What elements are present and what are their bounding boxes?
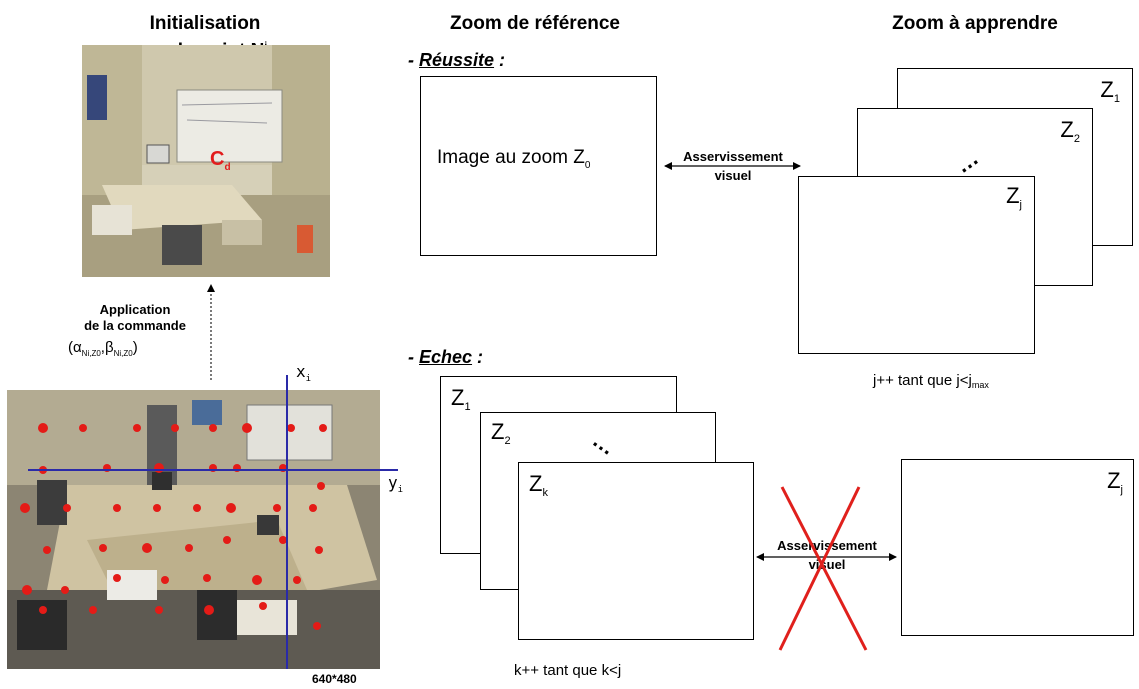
feature-point	[113, 504, 121, 512]
feature-point	[63, 504, 71, 512]
reference-image-text: Image au zoom Z0	[437, 147, 591, 171]
feature-point	[61, 586, 69, 594]
cross-stroke-2	[778, 486, 861, 651]
failure-frame-1-label: Z1	[451, 385, 471, 413]
learn-frame-j: Zj	[798, 176, 1035, 354]
feature-point	[317, 482, 325, 490]
camera-image	[7, 390, 380, 669]
learn-frame-j-label: Zj	[1006, 183, 1022, 211]
reference-image-frame: Image au zoom Z0	[420, 76, 657, 256]
feature-point	[313, 622, 321, 630]
success-loop-caption: j++ tant que j<jmax	[873, 372, 989, 390]
feature-point	[315, 546, 323, 554]
feature-point	[293, 576, 301, 584]
feature-point	[209, 424, 217, 432]
feature-point	[38, 423, 48, 433]
failure-frame-k: Zk	[518, 462, 754, 640]
feature-point	[133, 424, 141, 432]
feature-point	[39, 606, 47, 614]
cross-stroke-1	[780, 486, 868, 651]
failure-loop-caption: k++ tant que k<j	[514, 662, 622, 679]
failure-servo-label: Asservissement	[777, 538, 877, 553]
feature-point	[203, 574, 211, 582]
feature-point	[204, 605, 214, 615]
failure-frame-2-label: Z2	[491, 419, 511, 447]
feature-point	[287, 424, 295, 432]
success-servo-label-2: visuel	[714, 168, 752, 183]
feature-point	[185, 544, 193, 552]
feature-point	[252, 575, 262, 585]
command-line1: Application	[99, 302, 171, 317]
command-parameters: (αNi,Z0,βNi,Z0)	[68, 339, 138, 358]
feature-point	[279, 536, 287, 544]
axis-y-label: yi	[388, 473, 404, 496]
feature-point	[273, 504, 281, 512]
feature-point	[309, 504, 317, 512]
reference-marker: Cd	[210, 148, 231, 173]
feature-point	[20, 503, 30, 513]
feature-point	[161, 576, 169, 584]
feature-point	[223, 536, 231, 544]
feature-point	[113, 574, 121, 582]
feature-point	[99, 544, 107, 552]
success-servo-label: Asservissement	[683, 149, 783, 164]
feature-point	[89, 606, 97, 614]
failure-title: - Echec :	[408, 347, 484, 367]
command-label: Application de la commande	[60, 302, 210, 334]
feature-point	[259, 602, 267, 610]
feature-point	[79, 424, 87, 432]
initialisation-photo-drawing	[82, 45, 330, 277]
failure-frame-k-label: Zk	[529, 471, 548, 499]
feature-point	[43, 546, 51, 554]
feature-point	[171, 424, 179, 432]
header-zoom-reference: Zoom de référence	[450, 13, 620, 34]
success-title: - Réussite :	[408, 50, 506, 70]
feature-point	[242, 423, 252, 433]
learn-frame-1-label: Z1	[1100, 77, 1120, 105]
feature-point	[155, 606, 163, 614]
feature-point	[153, 504, 161, 512]
feature-point	[193, 504, 201, 512]
feature-point	[142, 543, 152, 553]
feature-point	[319, 424, 327, 432]
learn-frame-2-label: Z2	[1060, 117, 1080, 145]
failure-target-frame: Zj	[901, 459, 1134, 636]
command-line2: de la commande	[84, 318, 186, 333]
initialisation-photo: Cd	[82, 45, 330, 277]
axis-x-label: xi	[296, 362, 312, 385]
header-zoom-apprendre: Zoom à apprendre	[892, 13, 1058, 34]
failure-target-label: Zj	[1107, 468, 1123, 496]
resolution-label: 640*480	[312, 672, 357, 686]
feature-point	[22, 585, 32, 595]
header-initialisation-line1: Initialisation	[149, 13, 261, 34]
feature-point	[226, 503, 236, 513]
failure-servo-label-2: visuel	[808, 557, 846, 572]
